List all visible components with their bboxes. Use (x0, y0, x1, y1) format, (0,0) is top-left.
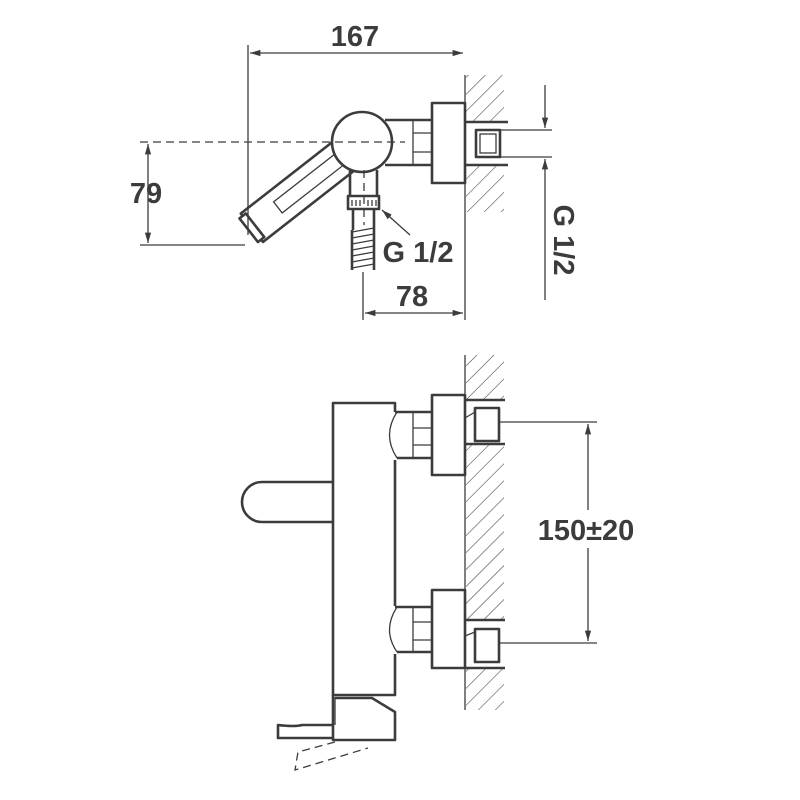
dim-wall-to-outlet-label: 78 (396, 281, 428, 313)
lower-flange (430, 588, 467, 670)
inlet-thread-label: G 1/2 (547, 205, 579, 276)
lower-connector (388, 588, 467, 670)
dim-inlet-spacing-label: 150±20 (538, 515, 635, 547)
dim-width-label: 167 (331, 21, 379, 53)
upper-flange (430, 393, 467, 477)
lower-inlet-fitting (473, 627, 501, 664)
outlet-thread-label: G 1/2 (383, 237, 454, 269)
upper-inlet-fitting (473, 406, 501, 443)
top-view: 167 79 G 1/2 78 G 1/2 (130, 21, 579, 320)
inlet-fitting (474, 128, 502, 159)
dim-height-label: 79 (130, 178, 162, 210)
mixer-body-front (331, 401, 397, 697)
diverter-lever (276, 723, 333, 740)
spout (240, 480, 333, 524)
upper-connector (388, 393, 467, 477)
wall-flange (430, 101, 467, 185)
shower-hose (351, 227, 375, 269)
diverter (331, 695, 397, 742)
front-view: 150±20 (240, 355, 635, 771)
